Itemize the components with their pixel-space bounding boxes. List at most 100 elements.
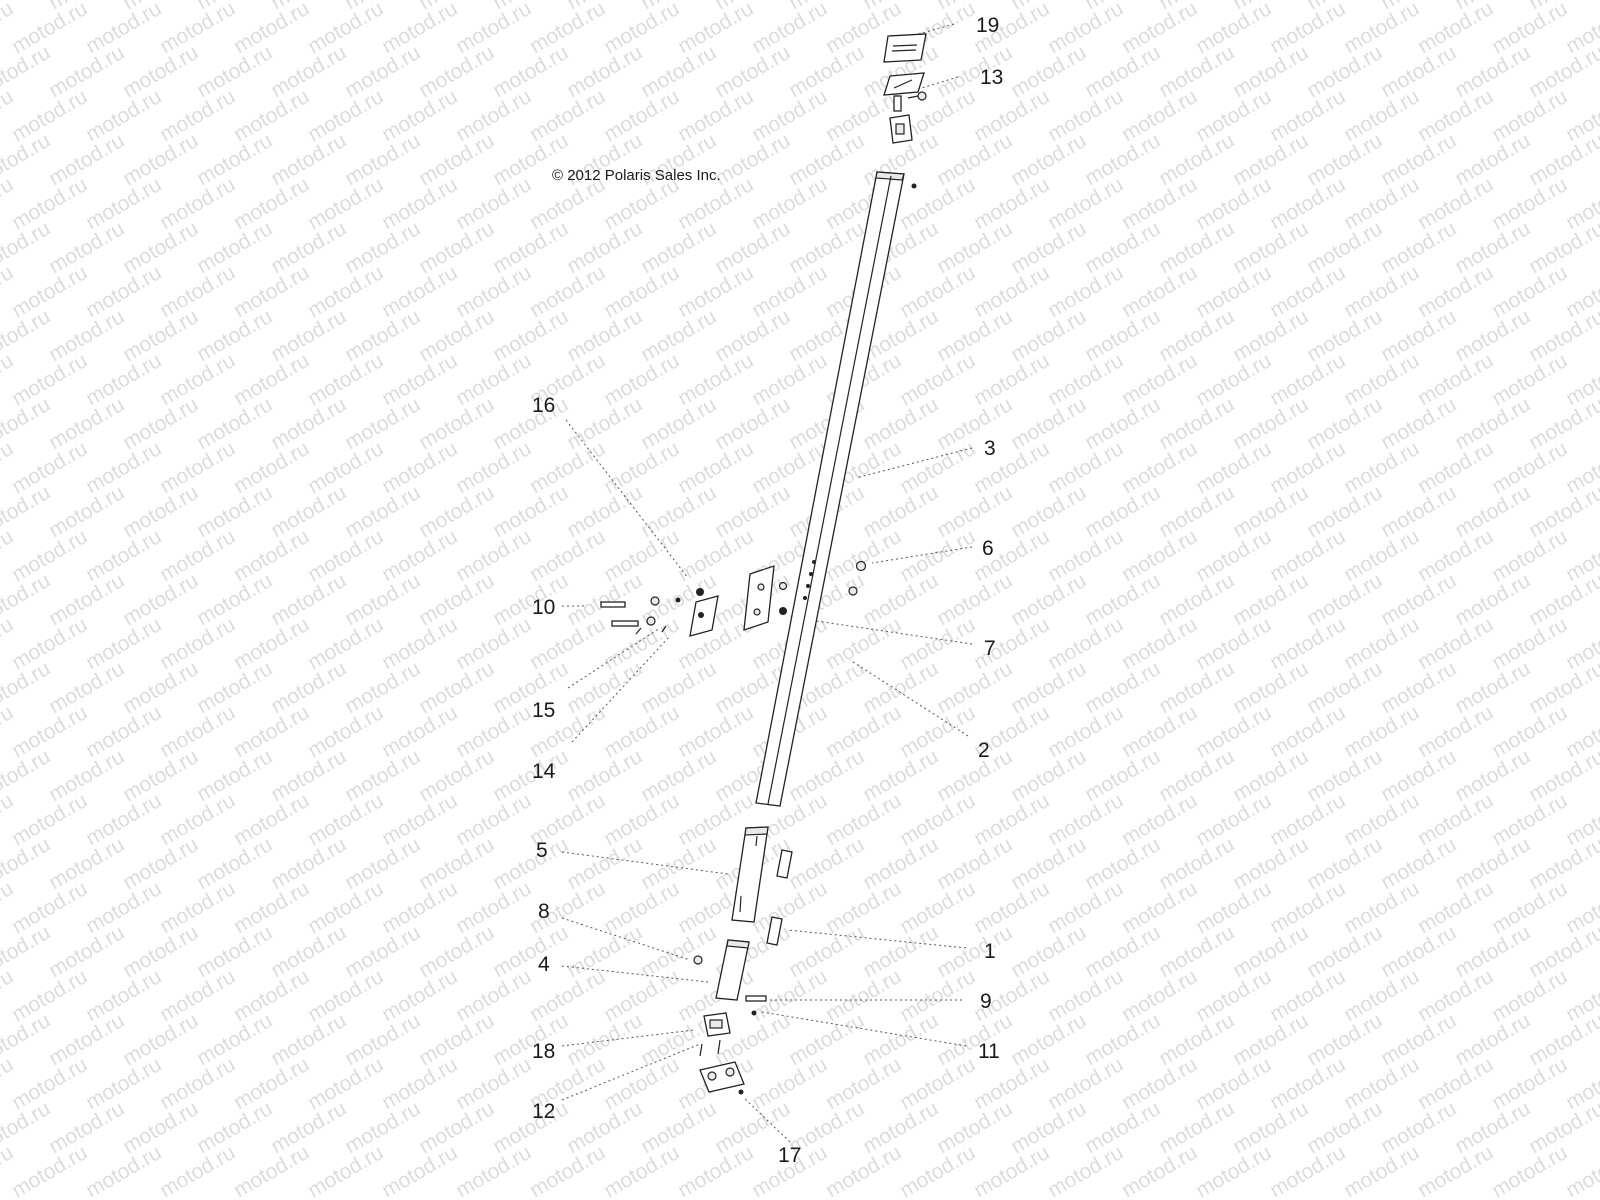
part-main-tube — [755, 171, 905, 807]
watermark-text: motod.ru — [45, 305, 128, 366]
watermark-text: motod.ru — [1229, 481, 1312, 542]
watermark-text: motod.ru — [193, 481, 276, 542]
watermark-text: motod.ru — [1266, 349, 1349, 410]
watermark-text: motod.ru — [82, 349, 165, 410]
watermark-text: motod.ru — [1451, 217, 1534, 278]
watermark-text: motod.ru — [563, 1009, 646, 1070]
watermark-text: motod.ru — [674, 349, 757, 410]
watermark-text: motod.ru — [1155, 217, 1238, 278]
watermark-text: motod.ru — [1303, 1097, 1386, 1158]
watermark-text: motod.ru — [674, 0, 757, 58]
watermark-text: motod.ru — [1118, 437, 1201, 498]
watermark-text: motod.ru — [8, 261, 91, 322]
watermark-text: motod.ru — [563, 305, 646, 366]
watermark-text: motod.ru — [600, 1141, 683, 1200]
watermark-text: motod.ru — [378, 1053, 461, 1114]
watermark-text: motod.ru — [193, 569, 276, 630]
watermark-text: motod.ru — [230, 877, 313, 938]
watermark-text: motod.ru — [563, 41, 646, 102]
watermark-text: motod.ru — [1488, 789, 1571, 850]
watermark-text: motod.ru — [45, 481, 128, 542]
watermark-text: motod.ru — [1044, 437, 1127, 498]
watermark-text: motod.ru — [230, 85, 313, 146]
watermark-text: motod.ru — [1414, 701, 1497, 762]
part-bottom-bracket — [699, 1012, 745, 1095]
callout-11: 11 — [978, 1040, 1000, 1063]
watermark-text: motod.ru — [1340, 701, 1423, 762]
watermark-text: motod.ru — [1007, 481, 1090, 542]
watermark-text: motod.ru — [415, 129, 498, 190]
watermark-text: motod.ru — [415, 833, 498, 894]
watermark-text: motod.ru — [82, 0, 165, 58]
watermark-text: motod.ru — [933, 569, 1016, 630]
watermark-text: motod.ru — [378, 877, 461, 938]
watermark-text: motod.ru — [267, 41, 350, 102]
watermark-text: motod.ru — [156, 349, 239, 410]
watermark-text: motod.ru — [452, 1053, 535, 1114]
watermark-text: motod.ru — [1044, 613, 1127, 674]
watermark-text: motod.ru — [1414, 0, 1497, 58]
watermark-text: motod.ru — [1155, 1009, 1238, 1070]
watermark-text: motod.ru — [415, 657, 498, 718]
watermark-text: motod.ru — [230, 701, 313, 762]
watermark-text: motod.ru — [1377, 481, 1460, 542]
watermark-text: motod.ru — [785, 217, 868, 278]
watermark-text: motod.ru — [1192, 789, 1275, 850]
watermark-text: motod.ru — [1414, 877, 1497, 938]
watermark-text: motod.ru — [1451, 41, 1534, 102]
watermark-text: motod.ru — [637, 305, 720, 366]
watermark-text: motod.ru — [1081, 833, 1164, 894]
watermark-text: motod.ru — [896, 701, 979, 762]
watermark-text: motod.ru — [1044, 173, 1127, 234]
watermark-text: motod.ru — [119, 833, 202, 894]
watermark-text: motod.ru — [267, 745, 350, 806]
watermark-text: motod.ru — [45, 129, 128, 190]
watermark-text: motod.ru — [304, 173, 387, 234]
watermark-text: motod.ru — [304, 261, 387, 322]
watermark-text: motod.ru — [896, 1053, 979, 1114]
watermark-text: motod.ru — [1007, 833, 1090, 894]
watermark-text: motod.ru — [1192, 613, 1275, 674]
watermark-text: motod.ru — [415, 1009, 498, 1070]
watermark-text: motod.ru — [193, 393, 276, 454]
watermark-text: motod.ru — [526, 525, 609, 586]
watermark-text: motod.ru — [1155, 833, 1238, 894]
watermark-text: motod.ru — [1155, 305, 1238, 366]
watermark-text: motod.ru — [82, 965, 165, 1026]
watermark-text: motod.ru — [600, 701, 683, 762]
watermark-text: motod.ru — [970, 173, 1053, 234]
watermark-text: motod.ru — [452, 261, 535, 322]
watermark-text: motod.ru — [1377, 1097, 1460, 1158]
watermark-text: motod.ru — [600, 85, 683, 146]
watermark-text: motod.ru — [1451, 1009, 1534, 1070]
watermark-text: motod.ru — [970, 85, 1053, 146]
watermark-text: motod.ru — [378, 613, 461, 674]
watermark-text: motod.ru — [1451, 129, 1534, 190]
watermark-text: motod.ru — [933, 129, 1016, 190]
watermark-text: motod.ru — [859, 569, 942, 630]
watermark-text: motod.ru — [8, 173, 91, 234]
watermark-text: motod.ru — [1451, 745, 1534, 806]
watermark-text: motod.ru — [563, 657, 646, 718]
watermark-text: motod.ru — [1229, 1097, 1312, 1158]
watermark-text: motod.ru — [489, 1097, 572, 1158]
watermark-text: motod.ru — [1229, 217, 1312, 278]
watermark-text: motod.ru — [896, 349, 979, 410]
watermark-text: motod.ru — [1192, 0, 1275, 58]
callout-4: 4 — [538, 953, 550, 976]
watermark-text: motod.ru — [970, 349, 1053, 410]
watermark-text: motod.ru — [859, 745, 942, 806]
watermark-text: motod.ru — [119, 41, 202, 102]
watermark-text: motod.ru — [267, 657, 350, 718]
watermark-text: motod.ru — [8, 613, 91, 674]
watermark-text: motod.ru — [415, 481, 498, 542]
watermark-text: motod.ru — [8, 85, 91, 146]
watermark-text: motod.ru — [1377, 921, 1460, 982]
watermark-text: motod.ru — [563, 481, 646, 542]
watermark-text: motod.ru — [933, 657, 1016, 718]
watermark-text: motod.ru — [563, 921, 646, 982]
watermark-text: motod.ru — [1044, 349, 1127, 410]
watermark-text: motod.ru — [156, 1141, 239, 1200]
part-top-bracket — [883, 72, 927, 189]
watermark-text: motod.ru — [1007, 921, 1090, 982]
